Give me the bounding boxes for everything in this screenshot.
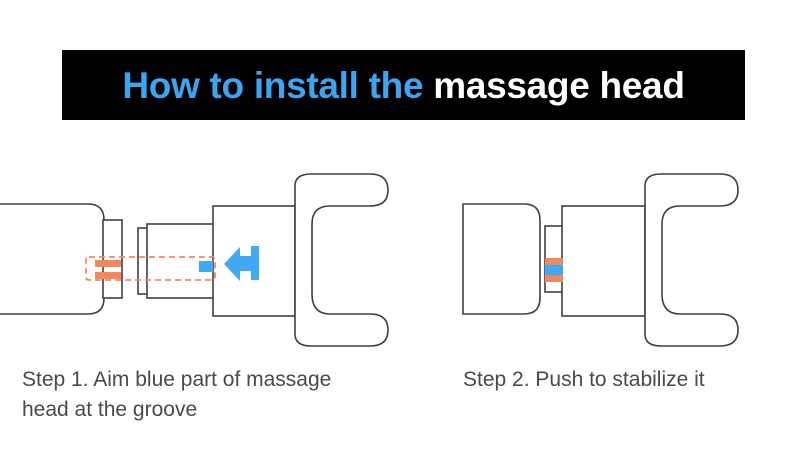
push-direction-arrow-icon (224, 246, 259, 281)
step-1-caption: Step 1. Aim blue part of massage head at… (22, 365, 432, 425)
joint-marker-lower (545, 275, 563, 282)
massage-head-fork (644, 173, 739, 347)
joint-marker-upper (545, 258, 563, 265)
massage-head-fork (294, 173, 389, 347)
massage-head-body (561, 205, 646, 317)
step-1-diagram (0, 168, 430, 353)
title-segment-white: massage head (423, 64, 685, 106)
groove-marker-lower (95, 272, 121, 279)
page-title: How to install the massage head (122, 64, 685, 106)
step-2-caption-line-1: Step 2. Push to stabilize it (463, 368, 705, 391)
step-1-caption-line-2: head at the groove (22, 398, 198, 421)
groove-marker-upper (95, 260, 121, 267)
device-body (0, 203, 105, 315)
device-collar (102, 219, 123, 299)
step-2-caption: Step 2. Push to stabilize it (463, 365, 783, 395)
title-banner: How to install the massage head (62, 50, 745, 120)
step-1-caption-line-1: Step 1. Aim blue part of massage (22, 368, 332, 391)
device-body (462, 203, 541, 315)
joint-marker-blue (545, 265, 563, 275)
massage-head-blue-tab (199, 261, 213, 272)
step-2-diagram (450, 168, 790, 353)
alignment-dashed-box (85, 256, 216, 281)
title-segment-blue: How to install the (122, 64, 424, 106)
massage-head-body (212, 205, 296, 317)
